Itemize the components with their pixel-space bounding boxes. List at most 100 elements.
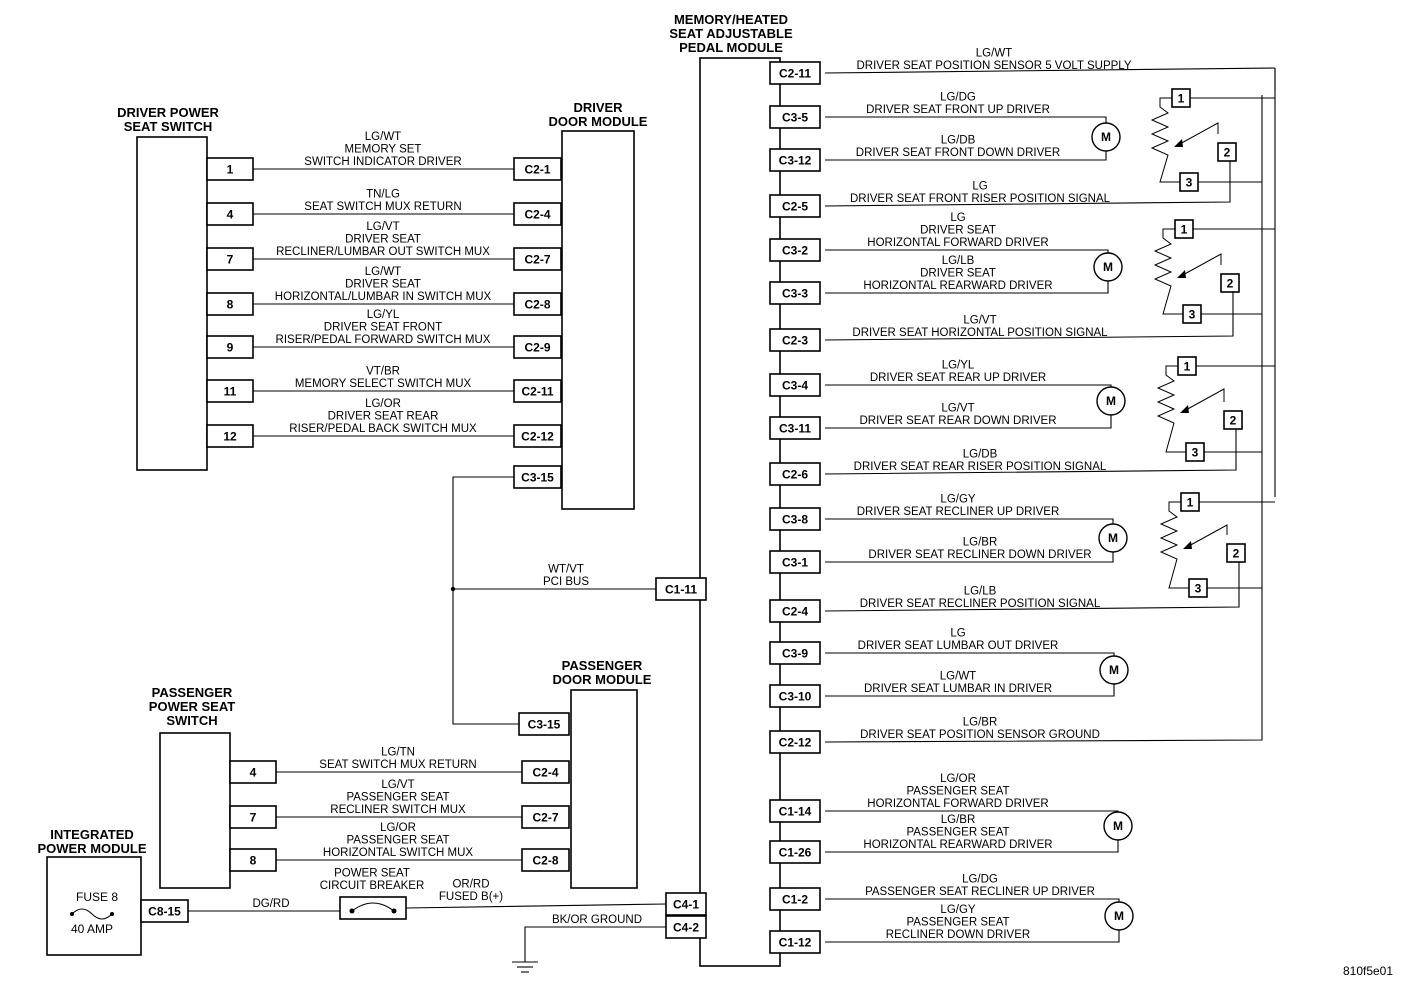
memory-pin-c4-1: C4-1 <box>665 892 707 916</box>
wire-label: MEMORY SELECT SWITCH MUX <box>295 378 472 390</box>
ground-icon <box>512 961 538 973</box>
wire-label: DRIVER SEAT RECLINER POSITION SIGNAL <box>860 598 1101 610</box>
wire-motor-6-a <box>825 810 1119 812</box>
wire-label: RECLINER/LUMBAR OUT SWITCH MUX <box>276 246 490 258</box>
wiper-arrow <box>1180 405 1189 413</box>
module-title: DOOR MODULE <box>553 672 652 687</box>
wiper-arrow <box>1177 270 1186 278</box>
pin-label: C2-3 <box>782 334 808 348</box>
wire-label: LG/DG <box>940 92 976 104</box>
memory-module-box <box>699 57 781 967</box>
wire-label: LG/BR <box>963 717 998 729</box>
wire-label: LG/WT <box>940 671 976 683</box>
wire-label: OR/RD <box>452 879 489 891</box>
wire-label: PASSENGER SEAT <box>906 786 1009 798</box>
pci-splice <box>450 586 456 592</box>
pin-box <box>1220 273 1240 293</box>
wire-motor-5-b <box>825 684 1115 697</box>
potentiometer <box>1156 365 1186 453</box>
sensor-pin-3: 3 <box>1188 578 1208 598</box>
pin-box <box>769 194 821 218</box>
pin-box <box>769 684 821 708</box>
wire-label: LG/VT <box>963 315 996 327</box>
module-title: SWITCH <box>166 713 217 728</box>
passenger-door-pin-C2-7: C2-7 <box>521 805 570 829</box>
motor-icon: M <box>1103 811 1133 841</box>
pin-label: C3-8 <box>782 513 808 527</box>
pin-box <box>1182 304 1202 324</box>
position-sensor-4 <box>1159 501 1228 589</box>
wire-label: DRIVER SEAT HORIZONTAL POSITION SIGNAL <box>852 327 1108 339</box>
position-sensor-1 <box>1150 97 1219 183</box>
pin-label: 4 <box>250 766 257 780</box>
memory-pin-C2-5: C2-5 <box>769 194 821 218</box>
wire-label: DRIVER SEAT REAR RISER POSITION SIGNAL <box>854 461 1107 473</box>
pin-box <box>769 61 821 85</box>
wire-label: LG/DB <box>963 449 998 461</box>
pin-label: 2 <box>1230 414 1237 428</box>
driver-door-pin-C2-8: C2-8 <box>513 292 562 316</box>
pin-box <box>1185 442 1205 462</box>
position-sensor-3 <box>1156 365 1225 453</box>
pin-label: C1-2 <box>782 893 808 907</box>
pin-box <box>769 416 821 440</box>
wire-label: LG/VT <box>381 779 414 791</box>
wire-motor-7-b <box>825 930 1120 943</box>
wire-label: SEAT SWITCH MUX RETURN <box>319 759 476 771</box>
passenger-door-pin-pci: C3-15 <box>518 712 570 736</box>
pin-label: 7 <box>250 811 257 825</box>
pin-label: C1-14 <box>779 805 812 819</box>
wire-label: LG/WT <box>365 266 401 278</box>
wire-label: WT/VT <box>548 564 584 576</box>
driver-seat-switch-box <box>136 136 208 471</box>
motor-label: M <box>1103 260 1113 274</box>
pin-label: C1-26 <box>779 846 812 860</box>
fuse-rating: 40 AMP <box>71 922 113 936</box>
fuse-terminal <box>70 912 74 916</box>
pin-box <box>521 805 570 829</box>
pin-box <box>769 550 821 574</box>
passenger-door-pin-C2-4: C2-4 <box>521 760 570 784</box>
pin-label: C3-15 <box>528 718 561 732</box>
wire-label: DRIVER SEAT <box>920 225 996 237</box>
passenger-door-module-box <box>570 689 638 889</box>
driver-door-pin-C2-1: C2-1 <box>513 157 562 181</box>
module-title: DRIVER POWER <box>117 105 219 120</box>
wire-position-signal <box>824 152 1231 207</box>
module-title: SEAT ADJUSTABLE <box>669 26 793 41</box>
wire-label: DRIVER SEAT <box>345 279 421 291</box>
pin-label: 8 <box>227 298 234 312</box>
pin-box <box>229 760 277 784</box>
pin-box <box>665 892 707 916</box>
module-title: SEAT SWITCH <box>124 119 213 134</box>
wire-label: PCI BUS <box>543 576 589 588</box>
pin-box <box>513 335 562 359</box>
wire-label: DRIVER SEAT FRONT RISER POSITION SIGNAL <box>850 193 1111 205</box>
wire-label: RISER/PEDAL FORWARD SWITCH MUX <box>276 334 491 346</box>
pin-label: C3-11 <box>779 422 811 436</box>
pin-box <box>206 247 254 271</box>
motor-icon: M <box>1091 122 1121 152</box>
pin-label: 3 <box>1192 446 1199 460</box>
pin-label: 11 <box>224 385 237 399</box>
wire-label: DRIVER SEAT LUMBAR OUT DRIVER <box>858 640 1059 652</box>
driver-switch-pin-7: 7 <box>206 247 254 271</box>
driver-switch-pin-12: 12 <box>206 424 254 448</box>
passenger-door-pin-C2-8: C2-8 <box>521 848 570 872</box>
wire-label: PASSENGER SEAT <box>346 792 449 804</box>
pin-box <box>521 848 570 872</box>
